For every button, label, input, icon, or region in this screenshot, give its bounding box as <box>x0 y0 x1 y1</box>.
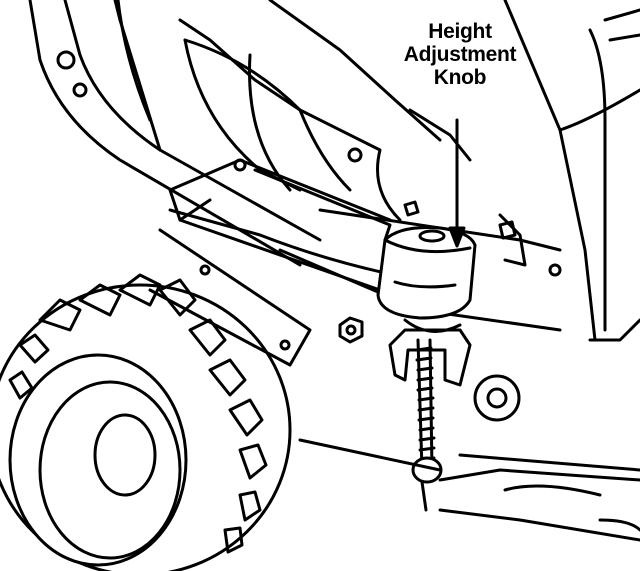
side-panel <box>503 0 640 342</box>
callout-line-3: Knob <box>433 66 487 89</box>
support-bar <box>148 228 312 367</box>
callout-line-2: Adjustment <box>403 43 517 66</box>
linkage-arm <box>298 438 640 542</box>
frame-upright <box>28 0 322 267</box>
front-tire <box>0 273 292 571</box>
callout-arrow <box>448 118 466 248</box>
callout-label: Height Adjustment Knob <box>400 20 520 89</box>
threaded-rod <box>411 338 443 512</box>
height-adjustment-knob <box>376 226 477 387</box>
hardware-nuts <box>338 200 521 422</box>
callout-line-1: Height <box>428 20 492 43</box>
deck-plate <box>168 158 562 332</box>
